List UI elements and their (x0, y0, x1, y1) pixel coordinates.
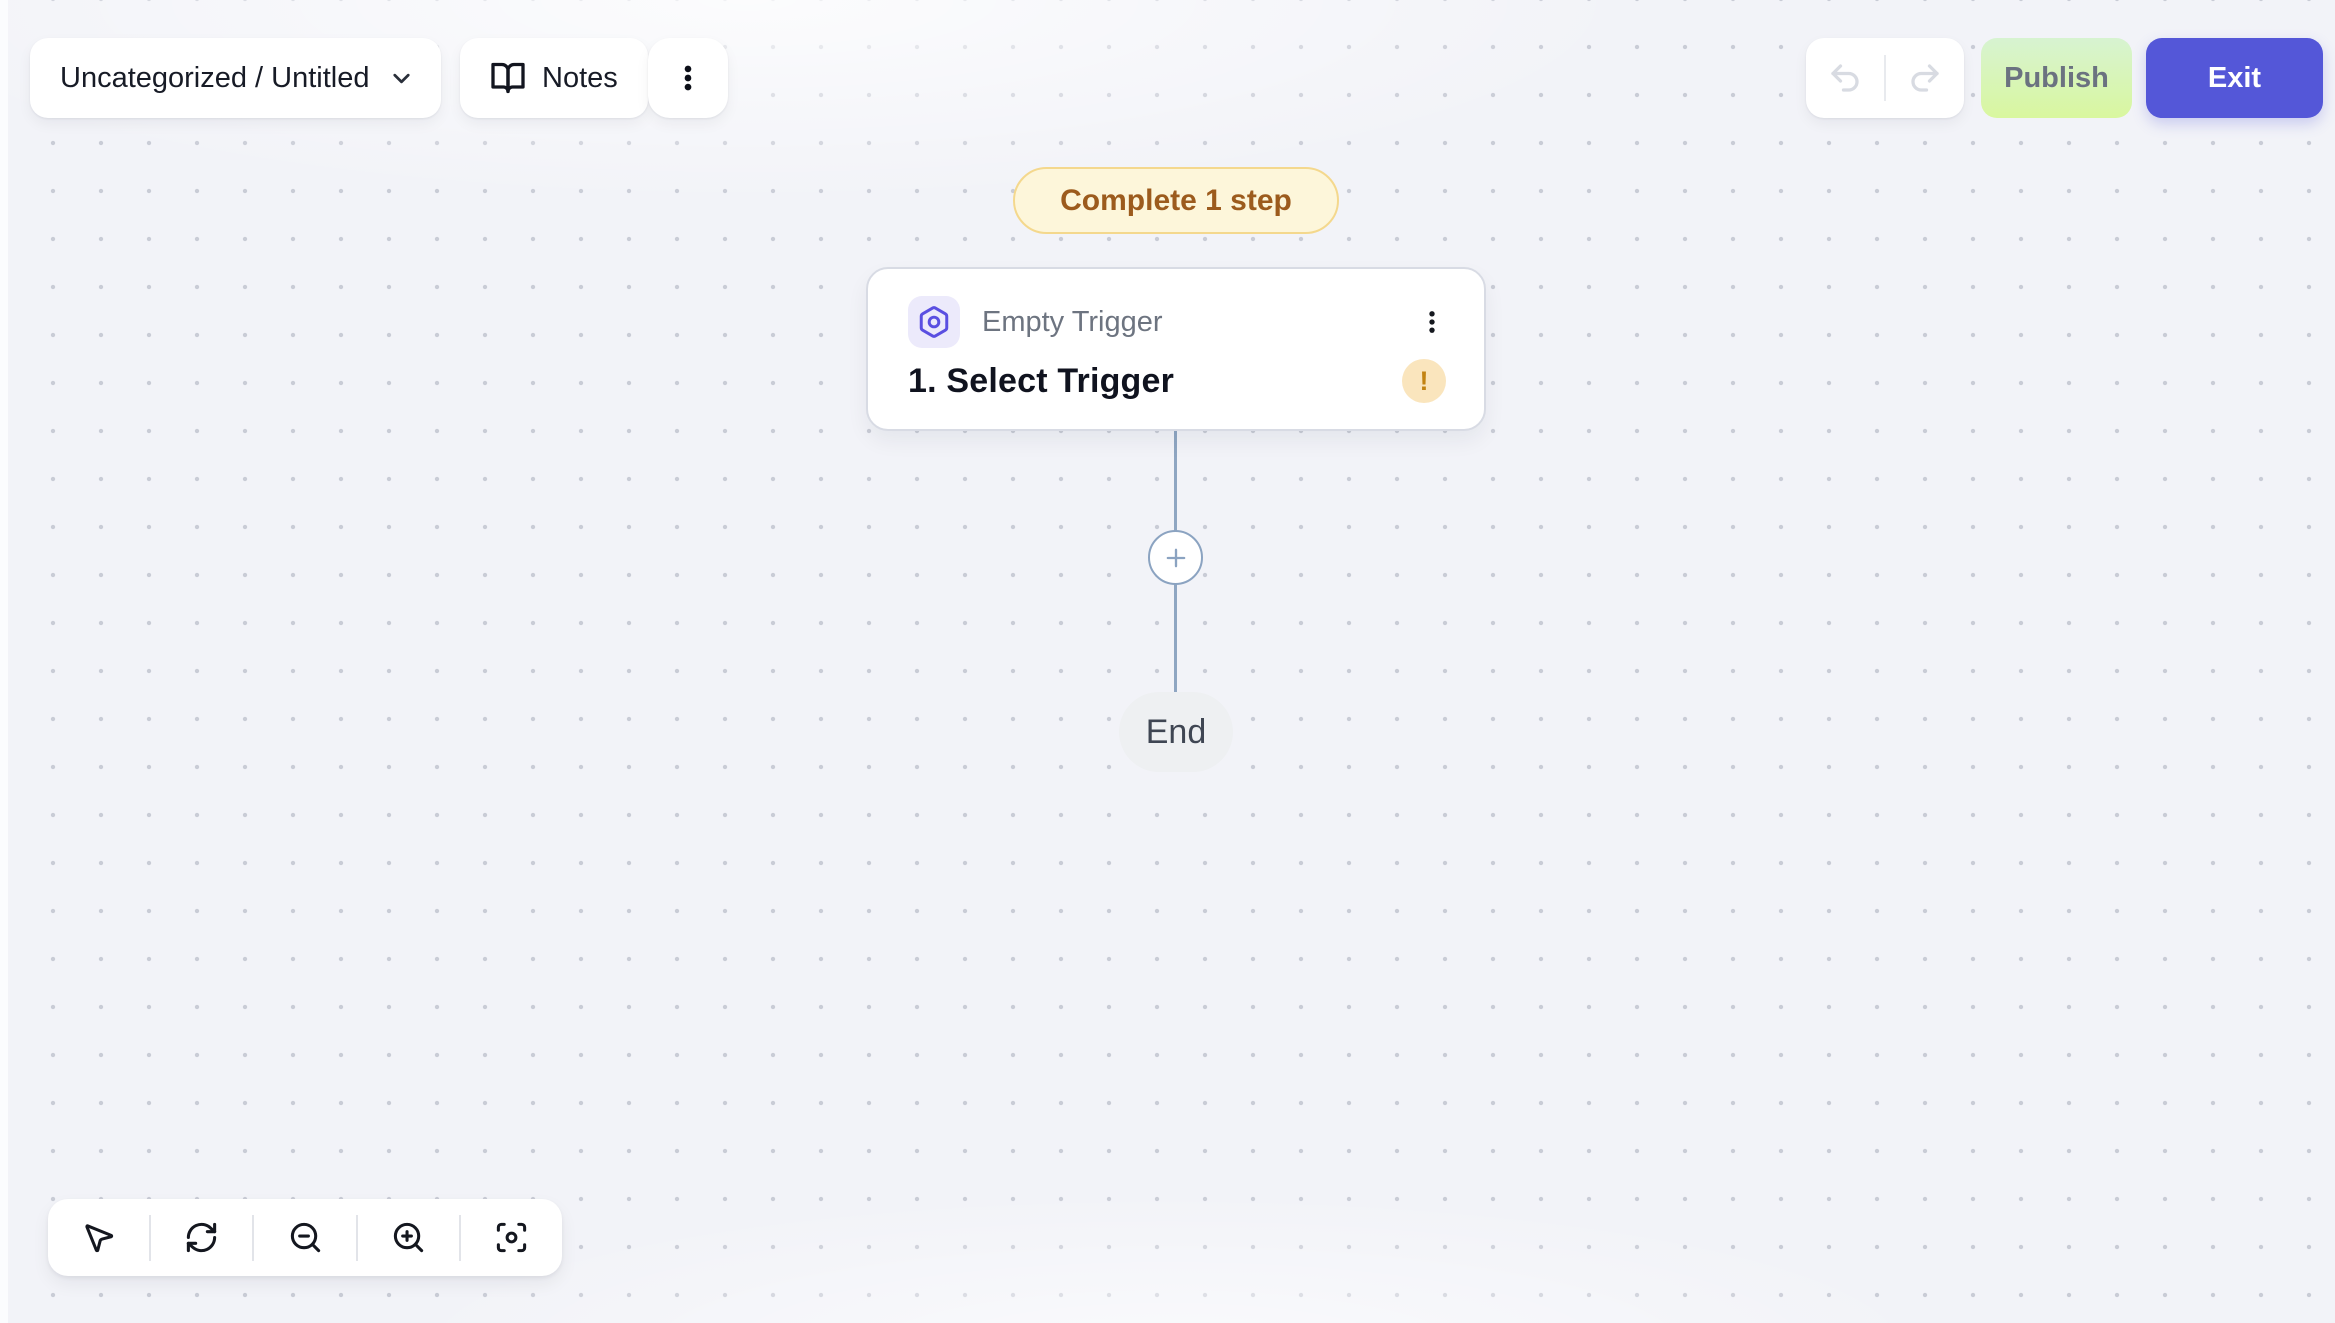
refresh-icon (184, 1220, 219, 1255)
redo-icon (1907, 60, 1943, 96)
reset-view-button[interactable] (151, 1199, 252, 1276)
notes-button[interactable]: Notes (460, 38, 648, 118)
flow-name-dropdown-button[interactable]: Uncategorized / Untitled (30, 38, 441, 118)
exit-label: Exit (2207, 61, 2262, 94)
chevron-down-icon (388, 65, 415, 92)
redo-button[interactable] (1886, 38, 1964, 118)
end-node: End (1119, 692, 1233, 772)
toolbar-divider (252, 1214, 255, 1261)
undo-redo-group (1806, 38, 1964, 118)
book-open-icon (490, 60, 526, 96)
incomplete-steps-badge[interactable]: Complete 1 step (1013, 167, 1339, 234)
publish-button[interactable]: Publish (1981, 38, 2132, 118)
kebab-menu-icon (1418, 308, 1446, 336)
notes-label: Notes (542, 61, 618, 94)
zoom-out-button[interactable] (254, 1199, 355, 1276)
flow-name-label: Uncategorized / Untitled (60, 61, 370, 94)
canvas-left-edge (0, 0, 8, 1323)
zoom-in-icon (391, 1220, 426, 1255)
plus-icon (1162, 544, 1190, 572)
cursor-pointer-icon (81, 1220, 116, 1255)
publish-label: Publish (2004, 61, 2109, 94)
incomplete-steps-label: Complete 1 step (1060, 183, 1292, 217)
toolbar-divider (458, 1214, 461, 1261)
exit-button[interactable]: Exit (2146, 38, 2323, 118)
warning-glyph: ! (1419, 365, 1429, 396)
canvas-view-toolbar (48, 1199, 562, 1276)
pointer-tool-button[interactable] (48, 1199, 149, 1276)
undo-redo-divider (1884, 55, 1886, 101)
focus-center-icon (494, 1220, 529, 1255)
hexagon-ring-icon (917, 305, 951, 339)
add-step-button[interactable] (1148, 530, 1203, 585)
step-title: 1. Select Trigger (908, 361, 1175, 400)
zoom-out-icon (288, 1220, 323, 1255)
zoom-in-button[interactable] (358, 1199, 459, 1276)
flow-actions-menu-button[interactable] (648, 38, 728, 118)
trigger-icon-box (908, 296, 960, 348)
undo-button[interactable] (1806, 38, 1884, 118)
undo-icon (1827, 60, 1863, 96)
toolbar-divider (355, 1214, 358, 1261)
fit-view-button[interactable] (461, 1199, 562, 1276)
step-actions-menu-button[interactable] (1414, 304, 1450, 340)
warning-icon: ! (1402, 359, 1446, 403)
kebab-menu-icon (672, 62, 704, 94)
end-label: End (1145, 712, 1207, 751)
trigger-type-label: Empty Trigger (982, 305, 1163, 338)
toolbar-divider (149, 1214, 152, 1261)
trigger-step-card[interactable]: Empty Trigger 1. Select Trigger ! (866, 267, 1486, 431)
